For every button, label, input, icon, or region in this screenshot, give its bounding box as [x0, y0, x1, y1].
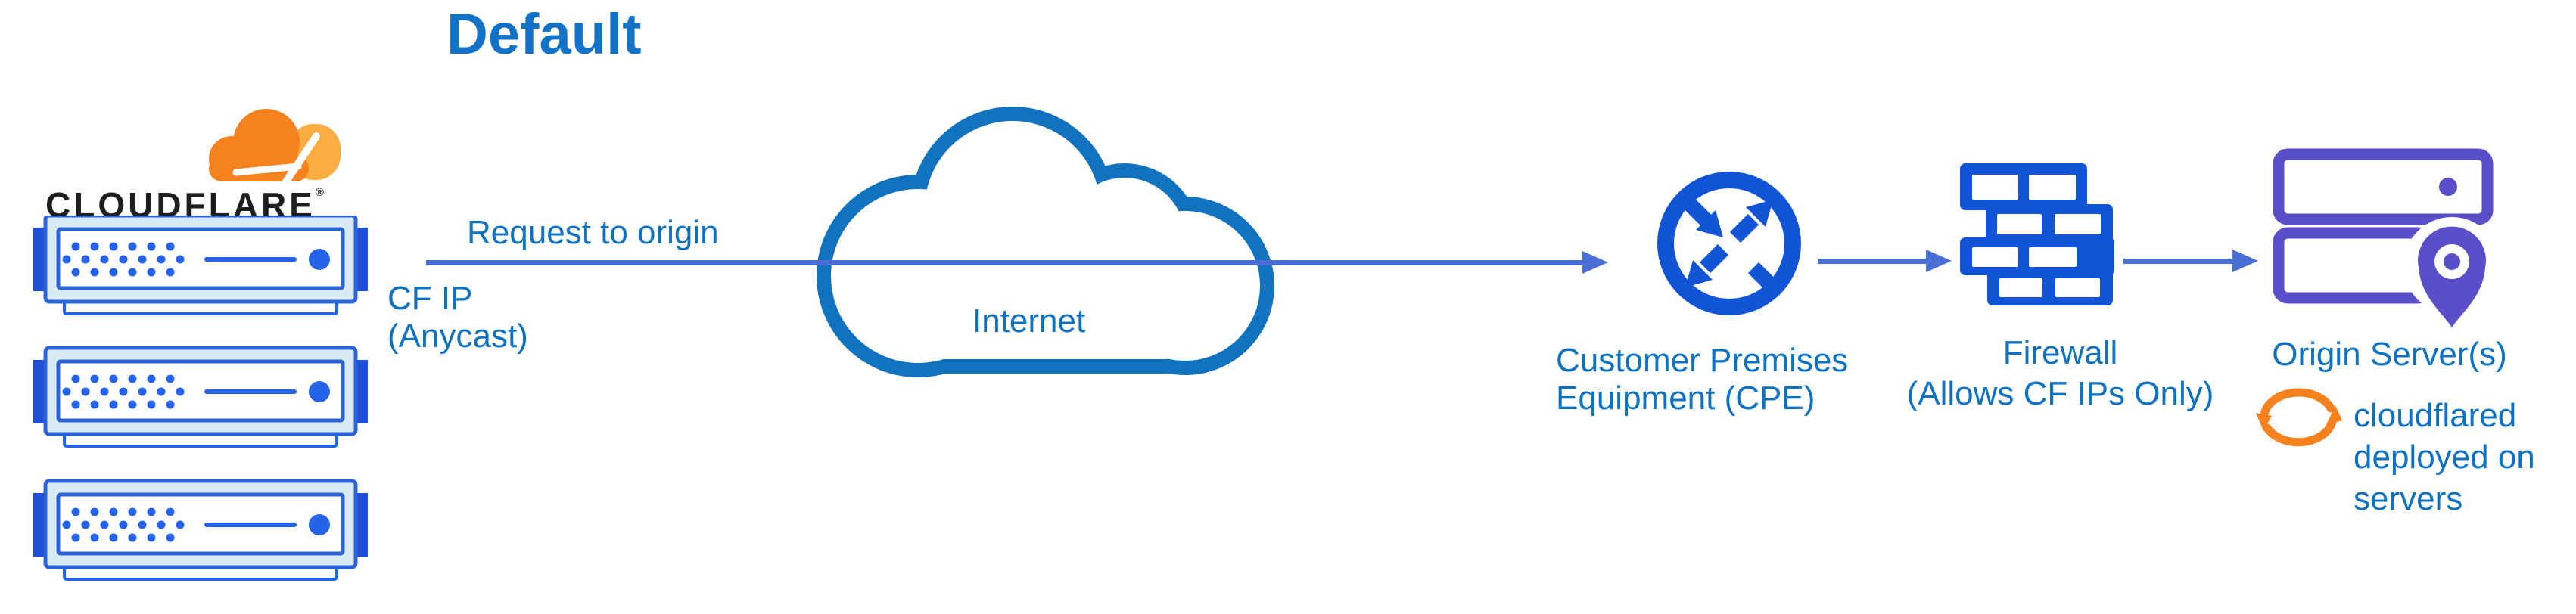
router-crossed-arrows-icon [1657, 172, 1801, 315]
arrowhead-into-origin [2232, 250, 2258, 272]
cloudflare-logo-cloud-icon [209, 109, 341, 186]
arrowhead-into-cpe [1582, 251, 1608, 274]
server-rack-icon [33, 216, 368, 314]
arrow-line-cpe-to-firewall [1818, 259, 1926, 264]
server-rack-icon [33, 481, 368, 579]
internet-cloud-icon [817, 107, 1274, 377]
cloudflared-note-label: cloudflared deployed on servers [2354, 397, 2535, 517]
page-title: Default [446, 2, 642, 67]
sync-arrows-icon [2256, 388, 2342, 447]
arrowhead-into-firewall [1926, 250, 1952, 272]
registered-mark: ® [315, 186, 324, 199]
internet-label: Internet [972, 302, 1086, 340]
server-rack-icon [33, 348, 368, 446]
cloudflare-server-rack-icons [30, 216, 371, 586]
firewall-label: Firewall (Allows CF IPs Only) [1906, 334, 2214, 412]
request-to-origin-label: Request to origin [467, 214, 719, 251]
cpe-label: Customer Premises Equipment (CPE) [1556, 342, 1849, 417]
arrow-line-request-to-origin [426, 260, 1582, 265]
brick-wall-icon [1960, 163, 2114, 305]
origin-servers-label: Origin Server(s) [2272, 336, 2507, 373]
purple-server-location-pin-icon [2273, 148, 2494, 331]
arrow-line-firewall-to-origin [2123, 259, 2232, 264]
cf-ip-anycast-label: CF IP (Anycast) [387, 280, 528, 355]
